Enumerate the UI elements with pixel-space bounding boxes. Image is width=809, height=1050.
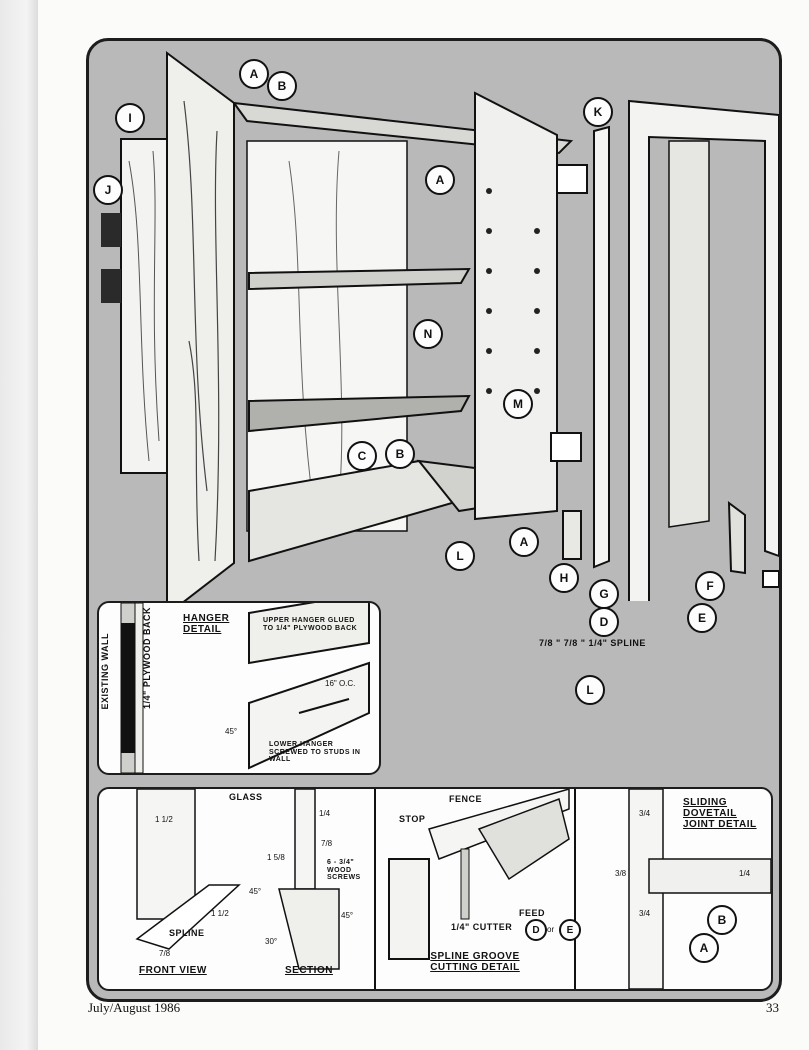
existing-wall-label: EXISTING WALL bbox=[100, 633, 110, 710]
callout-b: B bbox=[267, 71, 297, 101]
callout-dovetail-b: B bbox=[707, 905, 737, 935]
illustration-plate: A B I J K A N M C B A L H G D F E L 7/8 … bbox=[86, 38, 782, 1002]
callout-g: G bbox=[589, 579, 619, 609]
section-screws-label: 6 - 3/4" WOOD SCREWS bbox=[327, 859, 361, 882]
callout-e: E bbox=[687, 603, 717, 633]
section-dim-3: 1 5/8 bbox=[267, 853, 285, 862]
callout-n: N bbox=[413, 319, 443, 349]
cutter-label: 1/4" CUTTER bbox=[451, 922, 513, 932]
cabinet-exploded-view bbox=[101, 51, 779, 601]
front-view-title: FRONT VIEW bbox=[139, 965, 207, 976]
callout-l-right: L bbox=[575, 675, 605, 705]
bottom-details-panel: 1 1/2 1 1/2 SPLINE 7/8 FRONT VIEW GLASS … bbox=[97, 787, 773, 991]
dovetail-dim-2: 3/8 bbox=[615, 869, 627, 878]
section-angle-1: 45° bbox=[249, 887, 262, 896]
callout-j: J bbox=[93, 175, 123, 205]
dovetail-title: SLIDING DOVETAIL JOINT DETAIL bbox=[683, 797, 757, 830]
issue-date: July/August 1986 bbox=[88, 1000, 181, 1015]
front-view-spline: SPLINE bbox=[169, 928, 205, 938]
callout-d: D bbox=[589, 607, 619, 637]
callout-dovetail-a: A bbox=[689, 933, 719, 963]
section-glass-label: GLASS bbox=[229, 792, 263, 802]
stop-label: STOP bbox=[399, 814, 426, 824]
callout-i: I bbox=[115, 103, 145, 133]
oc-dimension: 16" O.C. bbox=[325, 679, 356, 688]
callout-h: H bbox=[549, 563, 579, 593]
front-view-dim-bottom: 7/8 bbox=[159, 949, 171, 958]
callout-b-bottom: B bbox=[385, 439, 415, 469]
callout-a: A bbox=[239, 59, 269, 89]
binding-gutter bbox=[0, 0, 38, 1050]
callout-c: C bbox=[347, 441, 377, 471]
callout-l: L bbox=[445, 541, 475, 571]
section-dim-1: 1/4 bbox=[319, 809, 331, 818]
callout-k: K bbox=[583, 97, 613, 127]
callout-de-e: E bbox=[559, 919, 581, 941]
section-angle-2: 45° bbox=[341, 911, 354, 920]
feed-label: FEED bbox=[519, 908, 546, 918]
callout-m: M bbox=[503, 389, 533, 419]
dovetail-dim-4: 1/4 bbox=[739, 869, 751, 878]
dovetail-dim-3: 3/4 bbox=[639, 909, 651, 918]
section-title: SECTION bbox=[285, 965, 333, 976]
lower-hanger-label: LOWER HANGER SCREWED TO STUDS IN WALL bbox=[269, 741, 361, 764]
hanger-angle: 45° bbox=[225, 727, 238, 736]
dovetail-dim-1: 3/4 bbox=[639, 809, 651, 818]
upper-hanger-label: UPPER HANGER GLUED TO 1/4" PLYWOOD BACK bbox=[263, 617, 358, 632]
section-dim-2: 7/8 bbox=[321, 839, 333, 848]
callout-de-or: or bbox=[547, 925, 555, 934]
section-angle-3: 30° bbox=[265, 937, 278, 946]
page-number: 33 bbox=[766, 1000, 779, 1015]
callout-f: F bbox=[695, 571, 725, 601]
spline-label: 7/8 " 7/8 " 1/4" SPLINE bbox=[539, 638, 646, 648]
callout-a-bottom: A bbox=[509, 527, 539, 557]
hanger-detail-panel: EXISTING WALL 1/4" PLYWOOD BACK HANGER D… bbox=[97, 601, 381, 775]
fence-label: FENCE bbox=[449, 794, 483, 804]
hanger-detail-title: HANGER DETAIL bbox=[183, 613, 230, 635]
spline-groove-title: SPLINE GROOVE CUTTING DETAIL bbox=[430, 951, 520, 973]
front-view-dim-side: 1 1/2 bbox=[211, 909, 229, 918]
plywood-back-label: 1/4" PLYWOOD BACK bbox=[142, 607, 152, 709]
front-view-dim-top: 1 1/2 bbox=[155, 815, 173, 824]
callout-de-d: D bbox=[525, 919, 547, 941]
callout-a-top: A bbox=[425, 165, 455, 195]
